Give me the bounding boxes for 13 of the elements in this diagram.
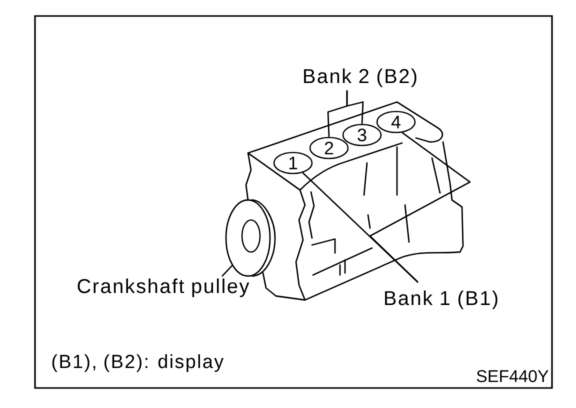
- leader-line: [369, 132, 471, 283]
- cylinder-number: 1: [273, 152, 313, 174]
- cylinder-number: 2: [309, 136, 349, 160]
- leader-line: [222, 265, 233, 277]
- callout-label: Crankshaft pulley: [78, 278, 250, 298]
- cylinder-number: 3: [342, 124, 382, 146]
- cylinder-number: 4: [376, 110, 416, 134]
- leader-line: [346, 90, 364, 124]
- figure-code: SEF440Y: [476, 370, 548, 382]
- pulley: [225, 199, 271, 277]
- note-text: (B1), (B2): display: [52, 354, 224, 372]
- callout-label: Bank 1 (B1): [385, 290, 498, 310]
- callout-label: Bank 2 (B2): [304, 68, 416, 88]
